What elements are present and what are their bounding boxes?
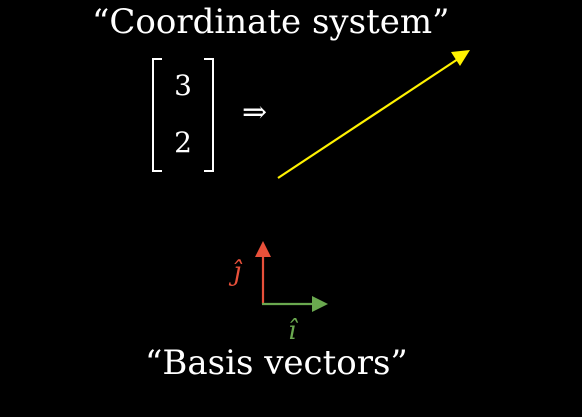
j-hat-arrow-head: [255, 241, 271, 257]
implies-arrow-symbol: ⇒: [242, 95, 268, 130]
vector-arrow-shaft: [277, 58, 459, 179]
i-hat-label: î: [288, 316, 297, 346]
vector-arrow-head: [451, 50, 470, 66]
left-bracket: [152, 58, 162, 172]
coordinate-column-vector: 3 2: [152, 58, 214, 174]
right-bracket: [204, 58, 214, 172]
basis-vectors-caption: “Basis vectors”: [145, 343, 408, 383]
vector-entry-y: 2: [174, 126, 192, 159]
j-hat-label: ĵ: [233, 257, 242, 287]
vector-entry-x: 3: [174, 69, 192, 102]
coordinate-system-caption: “Coordinate system”: [92, 2, 450, 42]
i-hat-arrow-head: [312, 296, 328, 312]
